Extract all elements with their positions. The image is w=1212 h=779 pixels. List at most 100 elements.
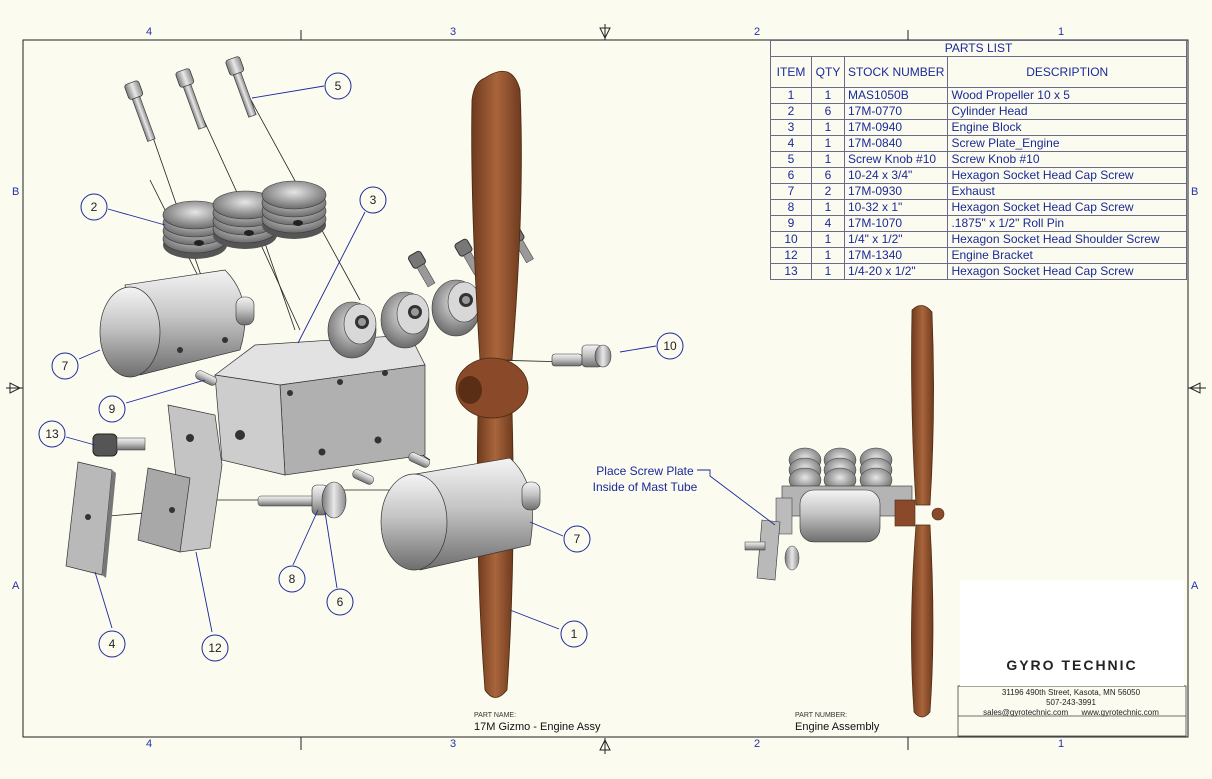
cell-qty: 1	[811, 263, 845, 280]
cell-stock-number: 17M-1070	[843, 215, 949, 232]
note-line-2: Inside of Mast Tube	[592, 480, 698, 494]
cap-screw-13	[92, 433, 146, 457]
parts-list-title: PARTS LIST	[770, 40, 1187, 57]
company-phone: 507-243-3991	[1046, 698, 1096, 707]
cell-stock-number: 10-32 x 1"	[843, 199, 949, 216]
svg-text:5: 5	[335, 79, 342, 93]
cell-stock-number: 17M-0940	[843, 119, 949, 136]
company-website: www.gyrotechnic.com	[1081, 708, 1159, 717]
cell-item: 13	[770, 263, 812, 280]
cell-description: Cylinder Head	[947, 103, 1187, 120]
balloon-13: 13	[38, 420, 66, 448]
cell-description: .1875" x 1/2" Roll Pin	[947, 215, 1187, 232]
company-web-row: sales@gyrotechnic.com www.gyrotechnic.co…	[958, 708, 1184, 718]
balloon-1: 1	[560, 620, 588, 648]
svg-text:13: 13	[45, 427, 59, 441]
cell-stock-number: 17M-0930	[843, 183, 949, 200]
cell-stock-number: MAS1050B	[843, 87, 949, 104]
cell-description: Hexagon Socket Head Cap Screw	[947, 199, 1187, 216]
exhaust-left	[99, 269, 255, 378]
company-name: GYRO TECHNIC	[1006, 657, 1138, 673]
cell-item: 7	[770, 183, 812, 200]
cell-item: 12	[770, 247, 812, 264]
roll-pins	[195, 370, 430, 485]
parts-list-table: PARTS LIST ITEM QTY STOCK NUMBER DESCRIP…	[770, 40, 1187, 280]
cell-qty: 1	[811, 135, 845, 152]
zone-row-b-left: B	[12, 186, 20, 198]
part-number: Engine Assembly	[795, 721, 880, 733]
cell-qty: 1	[811, 231, 845, 248]
cylinder-heads	[162, 180, 327, 259]
cap-screws-top	[124, 56, 257, 142]
engine-block	[214, 334, 426, 476]
part-name: 17M Gizmo - Engine Assy	[474, 721, 601, 733]
cell-qty: 4	[811, 215, 845, 232]
title-block-frame	[957, 685, 1187, 737]
svg-text:1: 1	[571, 627, 578, 641]
note-line-1: Place Screw Plate	[596, 464, 694, 478]
company-address: 31196 490th Street, Kasota, MN 56050	[1001, 688, 1141, 697]
cell-stock-number: Screw Knob #10	[843, 151, 949, 168]
balloon-8: 8	[278, 565, 306, 593]
zone-col-4-bottom: 4	[146, 738, 153, 750]
svg-text:9: 9	[109, 402, 116, 416]
cell-description: Hexagon Socket Head Shoulder Screw	[947, 231, 1187, 248]
balloon-2: 2	[80, 193, 108, 221]
balloon-leaders	[65, 85, 776, 633]
header-item: ITEM	[770, 56, 812, 88]
header-qty: QTY	[811, 56, 845, 88]
cell-item: 6	[770, 167, 812, 184]
zone-col-3-bottom: 3	[450, 738, 457, 750]
center-mark-left	[6, 382, 23, 394]
zone-row-b-right: B	[1191, 186, 1199, 198]
cell-qty: 1	[811, 119, 845, 136]
zone-col-2-top: 2	[754, 26, 761, 38]
cell-qty: 6	[811, 103, 845, 120]
cell-item: 8	[770, 199, 812, 216]
balloon-4: 4	[98, 630, 126, 658]
mounting-note: Place Screw Plate Inside of Mast Tube	[575, 463, 715, 495]
header-stock-number: STOCK NUMBER	[843, 56, 949, 88]
cell-stock-number: 17M-1340	[843, 247, 949, 264]
screw-and-knob	[257, 481, 347, 519]
engine-bracket	[137, 404, 223, 553]
cell-description: Wood Propeller 10 x 5	[947, 87, 1187, 104]
cell-item: 5	[770, 151, 812, 168]
cell-description: Hexagon Socket Head Cap Screw	[947, 263, 1187, 280]
cell-item: 4	[770, 135, 812, 152]
svg-text:8: 8	[289, 572, 296, 586]
cell-qty: 2	[811, 183, 845, 200]
zone-col-1-top: 1	[1058, 26, 1065, 38]
screw-plate	[65, 461, 116, 578]
cell-stock-number: 17M-0770	[843, 103, 949, 120]
zone-row-a-right: A	[1191, 580, 1199, 592]
cell-stock-number: 1/4" x 1/2"	[843, 231, 949, 248]
svg-text:2: 2	[91, 200, 98, 214]
header-description: DESCRIPTION	[947, 56, 1187, 88]
zone-col-2-bottom: 2	[754, 738, 761, 750]
company-email: sales@gyrotechnic.com	[983, 708, 1069, 717]
center-mark-top	[599, 24, 611, 40]
cell-item: 2	[770, 103, 812, 120]
zone-col-4-top: 4	[146, 26, 153, 38]
svg-text:7: 7	[574, 532, 581, 546]
cell-description: Screw Plate_Engine	[947, 135, 1187, 152]
zone-col-1-bottom: 1	[1058, 738, 1065, 750]
balloon-12: 12	[201, 634, 229, 662]
svg-text:7: 7	[62, 359, 69, 373]
cell-description: Screw Knob #10	[947, 151, 1187, 168]
cell-qty: 1	[811, 199, 845, 216]
cell-description: Exhaust	[947, 183, 1187, 200]
cell-item: 10	[770, 231, 812, 248]
center-mark-bottom	[599, 738, 611, 754]
